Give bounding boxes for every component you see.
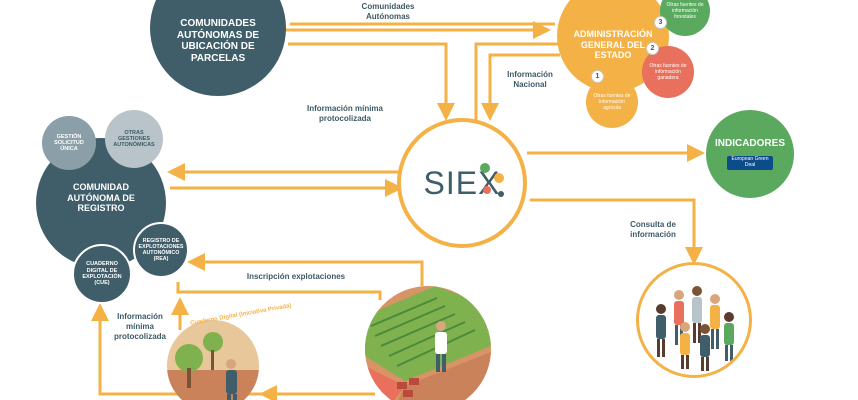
arrow-age-down [481,53,560,121]
node-registro-label: COMUNIDAD AUTÓNOMA DE REGISTRO [67,182,135,214]
node-gestion-solicitud-label: GESTIÓN SOLICITUD ÚNICA [54,133,84,153]
source-ganadera-number: 2 [646,42,659,55]
label-consulta: Consulta de información [630,220,676,239]
source-agricola-number: 1 [591,70,604,83]
label-nacional: Información Nacional [507,70,553,89]
farm-field-illustration [365,286,491,400]
node-otras-gestiones-label: OTRAS GESTIONES AUTONÓMICAS [113,129,155,149]
node-indicadores: INDICADORES European Green Deal [706,110,794,198]
orchard-icon [167,332,259,400]
people-icon [656,286,734,371]
node-age-label: ADMINISTRACIÓN GENERAL DEL ESTADO [573,29,653,61]
node-siex: SIEX [397,118,527,248]
node-indicadores-label: INDICADORES [714,138,785,150]
node-gestion-solicitud: GESTIÓN SOLICITUD ÚNICA [42,116,96,170]
label-ccaa: Comunidades Autónomas [361,2,415,21]
eu-green-deal-badge: European Green Deal [727,155,773,170]
arrow-ccaa-down-b [474,42,560,120]
orchard-illustration [167,320,259,400]
source-agricola: Otras fuentes de información agrícola [586,76,638,128]
label-minima-bottom: Información mínima protocolizada [113,312,166,341]
node-cue-label: CUADERNO DIGITAL DE EXPLOTACIÓN (CUE) [82,261,122,287]
farm-field-icon [365,286,491,400]
arrow-siex-to-consulta [530,198,703,265]
node-cue: CUADERNO DIGITAL DE EXPLOTACIÓN (CUE) [72,244,132,304]
label-minima-top: Información mínima protocolizada [306,104,383,123]
label-inscripcion: Inscripción explotaciones [246,272,346,281]
people-illustration [636,262,752,378]
node-rea-label: REGISTRO DE EXPLOTACIONES AUTONÓMICO (RE… [138,237,184,263]
node-ccaa-parcelas-label: COMUNIDADES AUTÓNOMAS DE UBICACIÓN DE PA… [176,18,260,64]
source-forestal-label: Otras fuentes de información forestales [666,2,704,20]
source-forestal: Otras fuentes de información forestales [660,0,710,36]
source-ganadera: Otras fuentes de información ganadera [642,46,694,98]
node-otras-gestiones: OTRAS GESTIONES AUTONÓMICAS [105,110,163,168]
source-agricola-label: Otras fuentes de información agrícola [593,93,631,111]
arrow-field-to-rea [176,282,382,300]
node-rea: REGISTRO DE EXPLOTACIONES AUTONÓMICO (RE… [133,222,189,278]
source-ganadera-label: Otras fuentes de información ganadera [649,63,687,81]
siex-dots-icon [480,163,504,197]
arrow-ccaa-down-a [288,42,455,121]
source-forestal-number: 3 [654,16,667,29]
arrow-inscripcion [187,253,424,286]
